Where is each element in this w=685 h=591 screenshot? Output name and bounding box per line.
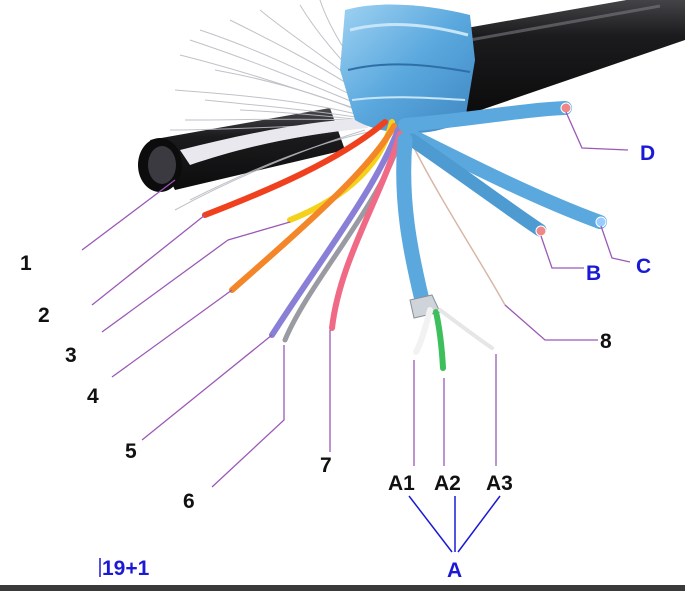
- label-a3: A3: [486, 472, 513, 495]
- spec-label: 19+1: [102, 557, 150, 580]
- single-wires: [202, 119, 506, 343]
- pair-c: [403, 128, 607, 229]
- wire-drain: [409, 139, 506, 306]
- pair-d: [398, 101, 572, 132]
- wire-a2: [433, 309, 446, 371]
- label-a2: A2: [434, 472, 461, 495]
- wire-a1: [413, 307, 433, 355]
- label-d: D: [640, 142, 655, 165]
- label-8: 8: [600, 330, 612, 353]
- shielded-pairs: [396, 101, 607, 371]
- wire-orange: [229, 123, 397, 293]
- leader-lines: [81, 111, 631, 488]
- outer-jacket-right: [445, 0, 685, 112]
- label-4: 4: [87, 385, 99, 408]
- label-1: 1: [20, 252, 32, 275]
- label-3: 3: [65, 344, 77, 367]
- a-bracket: [408, 495, 501, 553]
- label-5: 5: [125, 440, 137, 463]
- wire-pink: [329, 131, 403, 331]
- label-6: 6: [183, 490, 195, 513]
- label-a: A: [447, 559, 462, 582]
- label-c: C: [636, 255, 651, 278]
- inner-wrap: [180, 118, 368, 165]
- wire-purple: [269, 127, 401, 338]
- foil-tape-wrap: [340, 4, 475, 134]
- wire-a3: [438, 308, 494, 350]
- label-7: 7: [320, 454, 332, 477]
- outer-jacket-left: [138, 108, 345, 192]
- label-a1: A1: [388, 472, 415, 495]
- pair-a: [396, 132, 430, 308]
- label-b: B: [586, 262, 601, 285]
- label-2: 2: [38, 304, 50, 327]
- wire-red: [202, 119, 388, 218]
- bottom-bar: [0, 585, 685, 591]
- pair-b: [405, 133, 547, 237]
